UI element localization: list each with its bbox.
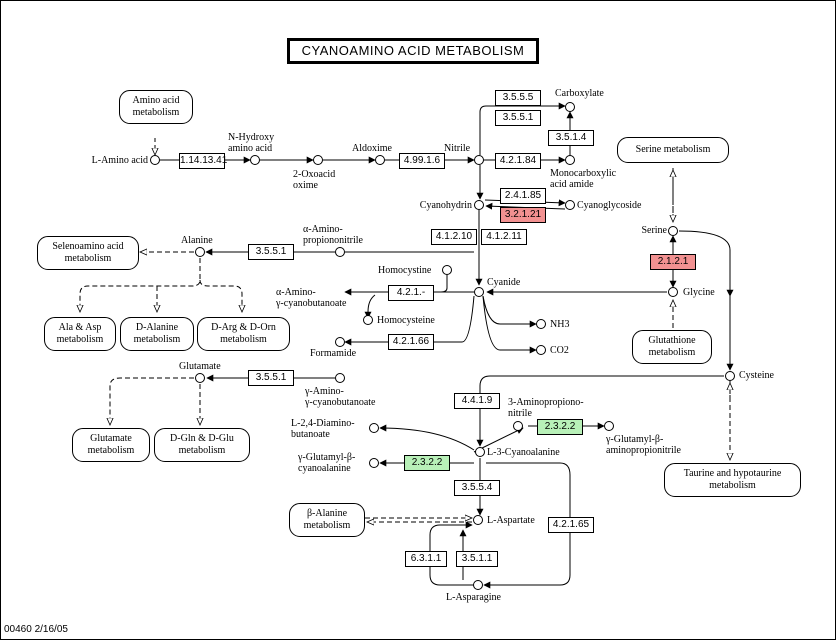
- enzyme-2-3-2-2-left[interactable]: 2.3.2.2: [404, 455, 450, 471]
- pathway-d-gln-d-glu-metabolism[interactable]: D-Gln & D-Glu metabolism: [154, 428, 250, 462]
- pathway-ala-asp-metabolism[interactable]: Ala & Asp metabolism: [44, 317, 116, 351]
- compound-gamma-glutamyl-beta-aminopropionitrile[interactable]: γ-Glutamyl-β- aminopropionitrile: [606, 434, 681, 456]
- compound-cyanide[interactable]: Cyanide: [487, 277, 521, 288]
- compound-serine[interactable]: Serine: [641, 225, 667, 236]
- enzyme-4-2-1-65[interactable]: 4.2.1.65: [548, 517, 594, 533]
- enzyme-3-5-1-4[interactable]: 3.5.1.4: [548, 130, 594, 146]
- compound-glycine[interactable]: Glycine: [683, 287, 715, 298]
- enzyme-3-5-5-4[interactable]: 3.5.5.4: [454, 480, 500, 496]
- compound-l-2-4-diaminobutanoate[interactable]: L-2,4-Diamino- butanoate: [291, 418, 355, 440]
- compound-homocysteine[interactable]: Homocysteine: [377, 315, 435, 326]
- compound-l-3-cyanoalanine[interactable]: L-3-Cyanoalanine: [487, 447, 560, 458]
- compound-n-hydroxy-amino-acid[interactable]: N-Hydroxy amino acid: [228, 132, 275, 154]
- pathway-selenoamino-acid-metabolism[interactable]: Selenoamino acid metabolism: [37, 236, 139, 270]
- pathway-glutamate-metabolism[interactable]: Glutamate metabolism: [72, 428, 150, 462]
- compound-aldoxime[interactable]: Aldoxime: [352, 143, 392, 154]
- enzyme-3-2-1-21[interactable]: 3.2.1.21: [500, 207, 546, 223]
- enzyme-3-5-5-1-top[interactable]: 3.5.5.1: [495, 110, 541, 126]
- compound-nitrile[interactable]: Nitrile: [444, 143, 471, 154]
- enzyme-3-5-5-5[interactable]: 3.5.5.5: [495, 90, 541, 106]
- compound-nh3[interactable]: NH3: [550, 319, 570, 330]
- compound-carboxylate[interactable]: Carboxylate: [555, 88, 604, 99]
- compound-cysteine[interactable]: Cysteine: [739, 370, 774, 381]
- compound-homocystine[interactable]: Homocystine: [378, 265, 432, 276]
- compound-monocarboxylic-acid-amide[interactable]: Monocarboxylic acid amide: [550, 168, 617, 190]
- enzyme-2-1-2-1[interactable]: 2.1.2.1: [650, 254, 696, 270]
- compound-glutamate[interactable]: Glutamate: [179, 361, 221, 372]
- compound-alpha-amino-gamma-cyanobutanoate[interactable]: α-Amino- γ-cyanobutanoate: [276, 287, 347, 309]
- enzyme-4-99-1-6[interactable]: 4.99.1.6: [399, 153, 445, 169]
- map-id-date: 00460 2/16/05: [4, 624, 68, 635]
- compound-2-oxoacid-oxime[interactable]: 2-Oxoacid oxime: [293, 169, 336, 191]
- pathway-amino-acid-metabolism[interactable]: Amino acid metabolism: [119, 90, 193, 124]
- enzyme-4-1-2-10[interactable]: 4.1.2.10: [431, 229, 477, 245]
- compound-gamma-glutamyl-beta-cyanoalanine[interactable]: γ-Glutamyl-β- cyanoalanine: [298, 452, 356, 474]
- compound-gamma-amino-gamma-cyanobutanoate[interactable]: γ-Amino- γ-cyanobutanoate: [305, 386, 376, 408]
- pathway-d-alanine-metabolism[interactable]: D-Alanine metabolism: [120, 317, 194, 351]
- enzyme-4-4-1-9[interactable]: 4.4.1.9: [454, 393, 500, 409]
- enzyme-3-5-5-1-glutamate[interactable]: 3.5.5.1: [248, 370, 294, 386]
- compound-co2[interactable]: CO2: [550, 345, 569, 356]
- enzyme-1-14-13-41[interactable]: 1.14.13.41: [179, 153, 227, 169]
- enzyme-4-2-1-66[interactable]: 4.2.1.66: [388, 334, 434, 350]
- compound-formamide[interactable]: Formamide: [310, 348, 357, 359]
- compound-cyanohydrin[interactable]: Cyanohydrin: [419, 200, 472, 211]
- compound-l-asparagine[interactable]: L-Asparagine: [446, 592, 501, 603]
- enzyme-3-5-1-1[interactable]: 3.5.1.1: [456, 551, 498, 567]
- enzyme-4-1-2-11[interactable]: 4.1.2.11: [481, 229, 527, 245]
- enzyme-2-3-2-2-right[interactable]: 2.3.2.2: [537, 419, 583, 435]
- enzyme-6-3-1-1[interactable]: 6.3.1.1: [405, 551, 447, 567]
- compound-alpha-amino-propiononitrile[interactable]: α-Amino- propiononitrile: [303, 224, 363, 246]
- enzyme-4-2-1-x[interactable]: 4.2.1.-: [388, 285, 434, 301]
- enzyme-2-4-1-85[interactable]: 2.4.1.85: [500, 188, 546, 204]
- enzyme-4-2-1-84[interactable]: 4.2.1.84: [495, 153, 541, 169]
- pathway-taurine-hypotaurine-metabolism[interactable]: Taurine and hypotaurine metabolism: [664, 463, 801, 497]
- compound-3-aminopropiononitrile[interactable]: 3-Aminopropiono- nitrile: [508, 397, 584, 419]
- pathway-beta-alanine-metabolism[interactable]: β-Alanine metabolism: [289, 503, 365, 537]
- compound-alanine[interactable]: Alanine: [181, 235, 213, 246]
- enzyme-3-5-5-1-alanine[interactable]: 3.5.5.1: [248, 244, 294, 260]
- pathway-glutathione-metabolism[interactable]: Glutathione metabolism: [632, 330, 712, 364]
- diagram-title: CYANOAMINO ACID METABOLISM: [287, 38, 539, 64]
- compound-l-amino-acid[interactable]: L-Amino acid: [91, 155, 148, 166]
- compound-cyanoglycoside[interactable]: Cyanoglycoside: [577, 200, 642, 211]
- pathway-d-arg-d-orn-metabolism[interactable]: D-Arg & D-Orn metabolism: [197, 317, 290, 351]
- pathway-serine-metabolism[interactable]: Serine metabolism: [617, 137, 729, 163]
- compound-l-aspartate[interactable]: L-Aspartate: [487, 515, 535, 526]
